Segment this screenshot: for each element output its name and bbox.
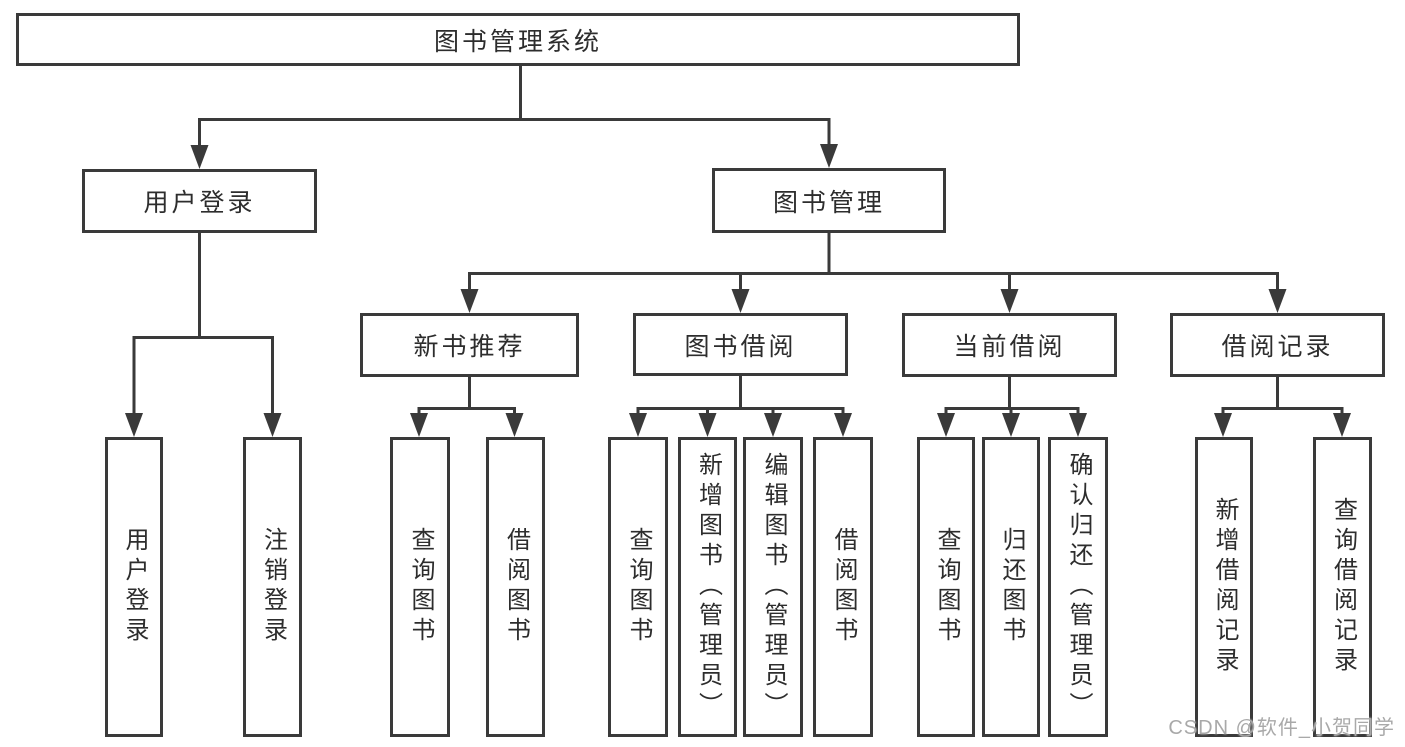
arrow-down-icon xyxy=(190,145,209,169)
arrow-down-icon xyxy=(505,413,524,437)
leaf-add-book-admin: 新增图书（管理员） xyxy=(678,437,737,737)
leaf-query-borrow-record: 查询借阅记录 xyxy=(1313,437,1372,737)
node-label: 确认归还（管理员） xyxy=(1065,452,1092,722)
arrow-down-icon xyxy=(1333,413,1351,437)
connector-root-to-level2 xyxy=(190,64,838,169)
leaf-query-book-under-recommend: 查询图书 xyxy=(390,437,450,737)
node-label: 查询图书 xyxy=(625,527,652,647)
leaf-logout: 注销登录 xyxy=(243,437,302,737)
node-label: 图书管理系统 xyxy=(433,27,602,56)
node-new-book-recommend: 新书推荐 xyxy=(360,313,579,377)
connector-path xyxy=(132,231,274,422)
node-label: 图书管理 xyxy=(772,188,885,217)
connector-book-management-to-level3 xyxy=(460,231,1287,313)
connector-path xyxy=(198,64,831,154)
node-label: 借阅图书 xyxy=(830,527,857,647)
node-label: 图书借阅 xyxy=(684,332,797,361)
leaf-query-book-under-current: 查询图书 xyxy=(917,437,975,737)
node-label: 注销登录 xyxy=(259,527,287,647)
arrow-down-icon xyxy=(460,289,479,313)
node-label: 新增图书（管理员） xyxy=(694,452,722,722)
arrow-down-icon xyxy=(937,413,955,437)
arrow-down-icon xyxy=(263,413,282,437)
arrow-down-icon xyxy=(629,413,647,437)
node-label: 用户登录 xyxy=(121,527,148,647)
connector-book-borrow-to-leaves xyxy=(629,374,852,437)
node-label: 归还图书 xyxy=(998,527,1025,647)
arrow-down-icon xyxy=(1069,413,1087,437)
node-current-borrow: 当前借阅 xyxy=(902,313,1117,377)
arrow-down-icon xyxy=(1268,289,1287,313)
leaf-borrow-book-under-recommend: 借阅图书 xyxy=(486,437,545,737)
leaf-return-book: 归还图书 xyxy=(982,437,1040,737)
arrow-down-icon xyxy=(1214,413,1232,437)
node-label: 查询图书 xyxy=(933,527,960,647)
leaf-add-borrow-record: 新增借阅记录 xyxy=(1195,437,1253,737)
connector-path xyxy=(944,375,1080,426)
connector-path xyxy=(1221,375,1344,426)
arrow-down-icon xyxy=(125,413,143,437)
leaf-borrow-book-under-borrow: 借阅图书 xyxy=(813,437,873,737)
node-label: 查询图书 xyxy=(407,527,434,647)
node-label: 编辑图书（管理员） xyxy=(760,452,787,722)
leaf-confirm-return-admin: 确认归还（管理员） xyxy=(1048,437,1108,737)
leaf-query-book-under-borrow: 查询图书 xyxy=(608,437,668,737)
node-label: 新增借阅记录 xyxy=(1211,497,1238,677)
node-book-management: 图书管理 xyxy=(712,168,946,233)
connector-user-login-to-leaves xyxy=(125,231,282,437)
connector-path xyxy=(636,374,845,426)
node-user-login: 用户登录 xyxy=(82,169,317,233)
node-label: 借阅记录 xyxy=(1221,333,1334,361)
arrow-down-icon xyxy=(764,413,782,437)
connector-path xyxy=(468,231,1279,300)
node-book-borrow: 图书借阅 xyxy=(633,313,848,376)
arrow-down-icon xyxy=(1000,289,1019,313)
leaf-edit-book-admin: 编辑图书（管理员） xyxy=(743,437,803,737)
node-label: 用户登录 xyxy=(143,189,256,217)
arrow-down-icon xyxy=(410,413,428,437)
node-label: 借阅图书 xyxy=(502,527,530,647)
arrow-down-icon xyxy=(731,289,750,313)
node-borrow-records: 借阅记录 xyxy=(1170,313,1385,377)
arrow-down-icon xyxy=(698,413,717,437)
node-library-system: 图书管理系统 xyxy=(16,13,1020,66)
connector-borrow-records-to-leaves xyxy=(1214,375,1351,437)
arrow-down-icon xyxy=(834,413,852,437)
watermark: CSDN @软件_小贺同学 xyxy=(1168,717,1395,739)
connector-new-book-recommend-to-leaves xyxy=(410,375,524,437)
leaf-user-login: 用户登录 xyxy=(105,437,163,737)
node-label: 查询借阅记录 xyxy=(1329,497,1357,677)
arrow-down-icon xyxy=(1002,413,1020,437)
node-label: 当前借阅 xyxy=(953,333,1066,361)
connector-current-borrow-to-leaves xyxy=(937,375,1087,437)
connector-path xyxy=(417,375,516,426)
arrow-down-icon xyxy=(820,144,838,168)
node-label: 新书推荐 xyxy=(413,333,526,361)
